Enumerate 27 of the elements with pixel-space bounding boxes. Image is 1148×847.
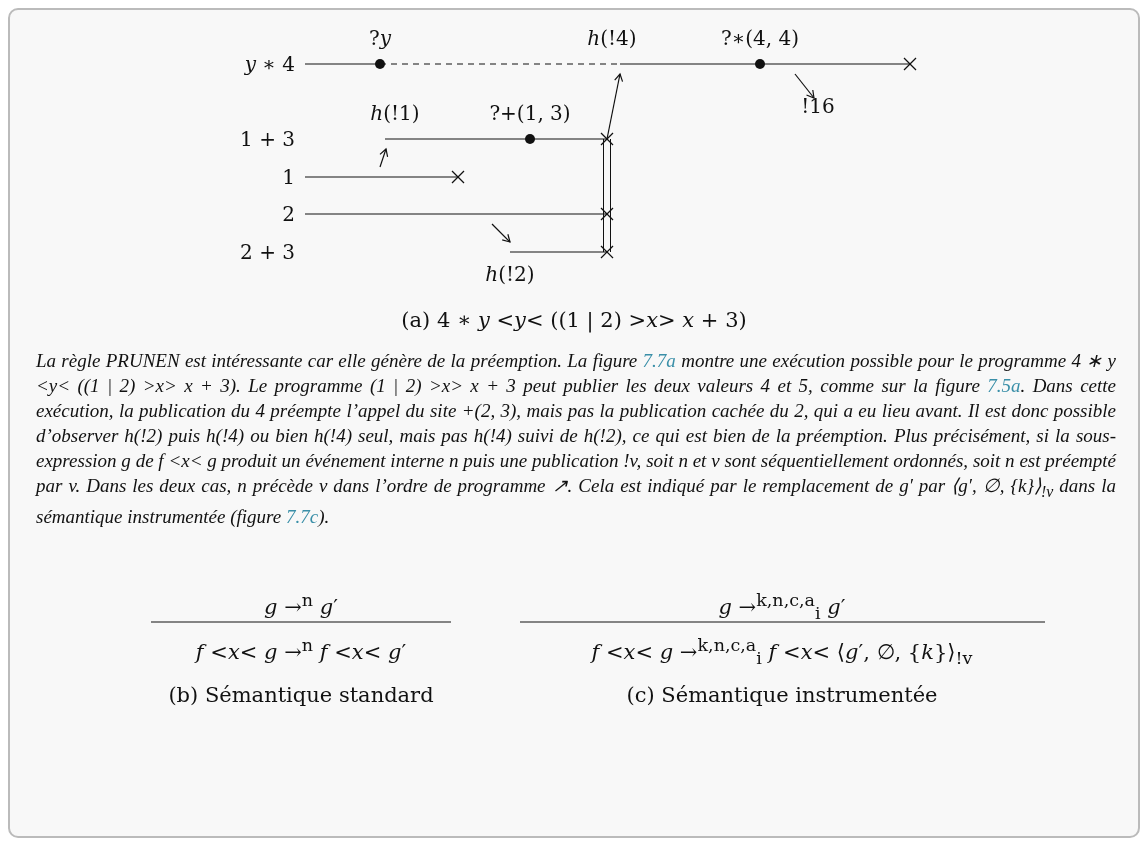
paragraph: La règle PRUNEN est intéressante car elle génère de la préemption. La figure 7.7a montre une exécution possible pour le programme 4 ∗ y <y< ((1 | 2) >x> x + 3). Le programme (1 | 2) >x> x + 3 peut publier les deux valeurs 4 et 5, comme sur la figure 7.5a. Dans cette exécution, la publication du 4 préempte l’appel du site +(2, 3), mais pas la publication cachée du 2, qui a eu lieu avant. Il est donc possible d’observer h(!2) puis h(!4) ou bien h(!4) seul, mais pas h(!4) suivi de h(!2), ce qui est bien de la préemption. Plus précisément, si la sous-expression g de f <x< g produit un événement interne n puis une publication !v, soit n et v sont séquentiellement ordonnés, soit n est préempté par v. Dans les deux cas, n précède v dans l’ordre de programme ↗. Cela est indiqué par le remplacement de g′ par ⟨g′, ∅, {k}⟩$_{!v}$ dans la sémantique instrumentée (figure 7.7c). [36,349,1116,529]
timeline-label: 1 [282,166,295,188]
subfigure-caption: (a) 4 ∗ y <y< ((1 | 2) >x> x + 3) [401,307,747,334]
edge-label: h(!2) [485,263,535,285]
rule-conclusion: f <x< g →$^{n}$ f <x< g′ [195,634,407,666]
rule-premise: g →$^{k,n,c,a}$$_{i}$ g′ [718,589,846,626]
rule-premise: g →$^{n}$ g′ [264,589,338,621]
rule-conclusion: f <x< g →$^{k,n,c,a}$$_{i}$ f <x< ⟨g′, ∅, {k}⟩$_{!v}$ [591,634,973,671]
timeline-label: 1 + 3 [240,128,295,150]
figure-link: 7.5a [987,375,1021,396]
event-label: ?y [369,27,391,49]
timeline-label: 2 [282,203,295,225]
arrow [794,73,815,99]
event-label: ?∗(4, 4) [720,27,800,49]
subfigure-caption: (c) Sémantique instrumentée [626,682,938,709]
event-label: ?+(1, 3) [489,102,571,124]
timeline-label: y ∗ 4 [244,53,295,75]
arrow [379,148,389,168]
edge-label: !16 [801,95,835,117]
subfigure-caption: (b) Sémantique standard [168,682,434,709]
double-bar [603,139,611,252]
arrow [606,73,624,140]
figure-link: 7.7a [642,350,676,371]
arrow [491,223,511,243]
edge-label: h(!1) [370,102,420,124]
timeline-label: 2 + 3 [240,241,295,263]
edge-label: h(!4) [587,27,637,49]
